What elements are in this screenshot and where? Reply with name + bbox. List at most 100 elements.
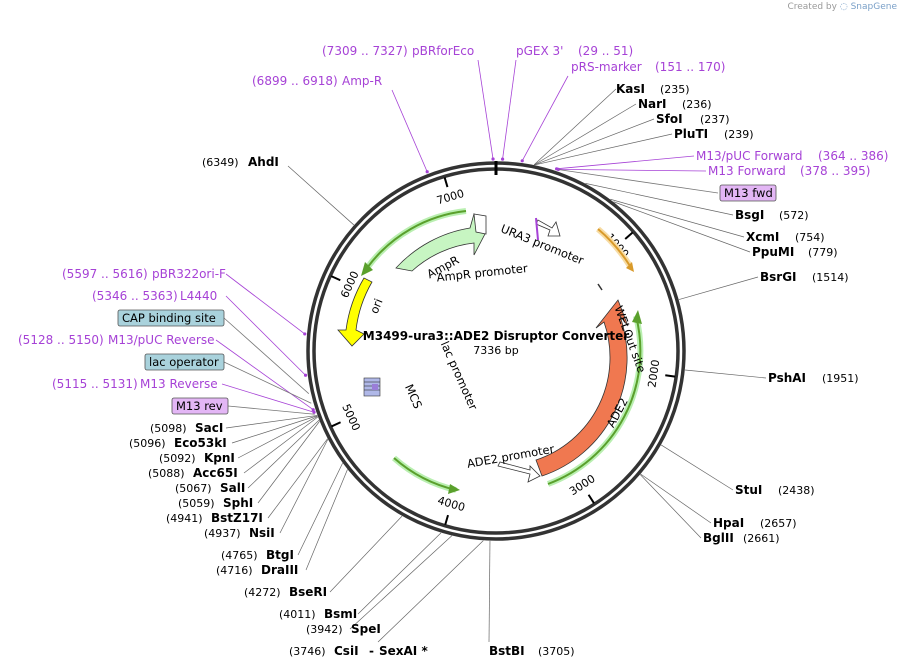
enzyme-label[interactable]: Acc65I [193,466,238,480]
enzyme-label[interactable]: PshAI [768,371,806,385]
primer-labels: (7309 .. 7327) pBRforEco pGEX 3' (29 .. … [18,44,888,391]
feature-ura3-promoter-arrow[interactable] [535,219,561,237]
enzyme-label[interactable]: AhdI [248,155,279,169]
enzyme-label[interactable]: StuI [735,483,762,497]
enzyme-label[interactable]: CsiI [334,644,359,658]
feature-layer [337,208,644,494]
primer-label[interactable]: M13 Forward [708,164,786,178]
enzyme-position: (236) [682,98,712,111]
enzyme-position: (5088) [148,467,185,480]
enzyme-position: (3746) [289,645,326,658]
primer-range: (5597 .. 5616) [62,267,148,281]
enzyme-label[interactable]: BstBI [489,644,525,658]
enzyme-label[interactable]: NarI [638,97,667,111]
enzyme-label[interactable]: HpaI [713,516,744,530]
enzyme-label[interactable]: DraIII [261,563,298,577]
feature-ampr-arrow[interactable] [395,213,487,272]
enzyme-label[interactable]: SpeI [351,622,381,636]
primer-label[interactable]: pGEX 3' [516,44,563,58]
enzyme-position: (2438) [778,484,815,497]
primer-label[interactable]: M13/pUC Reverse [108,333,215,347]
enzyme-label[interactable]: SacI [195,421,223,435]
primer-range: (29 .. 51) [578,44,633,58]
enzyme-position: (5059) [178,497,215,510]
enzyme-label[interactable]: KpnI [204,451,235,465]
enzyme-label[interactable]: BstZ17I [211,511,263,525]
enzyme-leader-line [613,201,751,253]
tick-mark [331,421,341,428]
enzyme-position: (2661) [743,532,780,545]
credit-prefix: Created by [787,2,837,12]
enzyme-label[interactable]: Eco53kI [174,436,227,450]
feature-mcs-cluster[interactable] [363,377,381,397]
feature-ade2-arrow[interactable] [535,299,629,477]
primer-leader-line [225,273,306,335]
tick-label: 4000 [436,494,467,514]
enzyme-position: (2657) [760,517,797,530]
enzyme-label[interactable]: KasI [616,82,645,96]
enzyme-leader-line [488,540,491,643]
feature-ampr-promoter-arrow[interactable] [473,213,487,235]
enzyme-label[interactable]: NsiI [249,526,275,540]
primer-site-marker [303,332,307,336]
primer-label[interactable]: pRS-marker [571,60,642,74]
plasmid-name: M3499-ura3::ADE2 Disruptor Converter [363,329,629,343]
primer-label[interactable]: L4440 [180,289,217,303]
lac-operator-box[interactable] [144,353,225,371]
primer-leader-line [223,361,312,404]
primer-range: (378 .. 395) [800,164,870,178]
primer-label[interactable]: M13/pUC Forward [696,149,803,163]
enzyme-leader-line [247,419,320,489]
feature-ade2-promoter-arrow[interactable] [497,461,541,483]
enzyme-label[interactable]: BsmI [324,607,357,621]
enzyme-label[interactable]: SphI [223,496,253,510]
enzyme-label[interactable]: XcmI [746,230,779,244]
primer-leader-line [477,59,494,160]
enzyme-label[interactable]: BseRI [289,585,327,599]
enzyme-label[interactable]: BsrGI [760,270,797,284]
primer-label[interactable]: pBRforEco [412,44,474,58]
enzyme-label[interactable]: BtgI [266,548,294,562]
m13-fwd-box[interactable] [719,184,777,202]
primer-label[interactable]: Amp-R [342,74,382,88]
primer-range: (151 .. 170) [655,60,725,74]
cap-binding-site-box[interactable] [117,309,225,327]
feature-ori-arrow[interactable] [337,277,373,347]
ampr-green-arrowhead-icon [361,262,373,276]
lac-operator-label: lac operator [149,355,219,369]
enzyme-label[interactable]: PluTI [674,127,708,141]
enzyme-position: (5096) [129,437,166,450]
enzyme-leader-line [533,103,637,166]
tick-mark [330,275,341,282]
enzyme-position: (1951) [822,372,859,385]
enzyme-leader-line [279,439,329,534]
tick-mark [443,177,449,188]
primer-label[interactable]: pBR322ori-F [152,267,226,281]
enzyme-label[interactable]: SalI [220,481,245,495]
tick-label: 2000 [645,359,662,389]
enzyme-position: (5092) [159,452,196,465]
enzyme-position: (754) [795,231,825,244]
enzyme-position: (6349) [202,156,239,169]
primer-label[interactable]: M13 Reverse [140,377,218,391]
enzyme-position: (5067) [175,482,212,495]
m13-rev-box[interactable] [171,397,229,415]
primer-leader-line [521,75,569,161]
enzyme-label[interactable]: SexAI * [379,644,428,658]
primer-range: (364 .. 386) [818,149,888,163]
primer-site-marker [556,167,560,171]
feature-orange-arc [597,228,631,267]
enzyme-labels: KasI (235) NarI (236) SfoI (237) PluTI (… [129,82,859,658]
feature-ura3-purple-mark [535,217,539,241]
enzyme-label[interactable]: BsgI [735,208,764,222]
enzyme-label[interactable]: BglII [703,531,734,545]
enzyme-leader-line [237,416,318,459]
enzyme-label[interactable]: PpuMI [752,245,794,259]
enzyme-position: (235) [660,83,690,96]
ade2-green-arrowhead-icon [632,310,642,324]
enzyme-label[interactable]: SfoI [656,112,683,126]
primer-site-marker [311,408,315,412]
primer-range: (5346 .. 5363) [92,289,178,303]
enzyme-leader-line [357,532,442,615]
